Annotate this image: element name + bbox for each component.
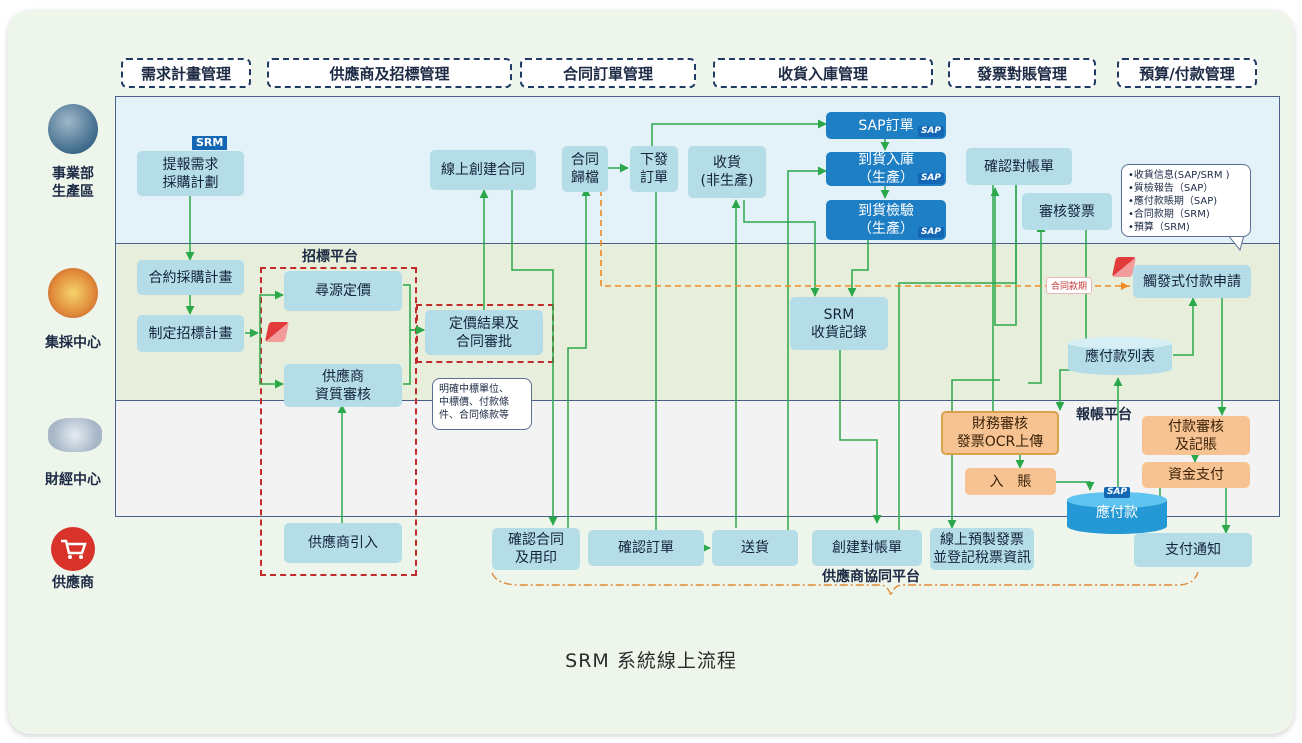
lane-label-supplier: 供應商 bbox=[52, 575, 94, 591]
fund-payment-box: 資金支付 bbox=[1142, 462, 1250, 488]
building-icon bbox=[48, 104, 98, 154]
pricing-result-box: 定價結果及 合同審批 bbox=[425, 310, 543, 355]
payment-info-bubble: •收貨信息(SAP/SRM ) •質檢報告（SAP） •應付款賬期（SAP) •… bbox=[1121, 164, 1251, 237]
posting-box: 入 賬 bbox=[965, 468, 1056, 495]
review-invoice-box: 審核發票 bbox=[1022, 193, 1112, 230]
category-supplier-bidding: 供應商及招標管理 bbox=[267, 58, 512, 88]
payment-review-box: 付款審核 及記賬 bbox=[1142, 416, 1250, 455]
shopping-items-icon bbox=[48, 268, 98, 318]
confirm-statement-box: 確認對帳單 bbox=[966, 148, 1072, 185]
goods-inspection-label: 到貨檢驗 （生產） bbox=[858, 203, 914, 237]
sap-logo-icon: SAP bbox=[917, 126, 944, 137]
sourcing-pricing-box: 尋源定價 bbox=[284, 271, 402, 311]
issue-order-box: 下發 訂單 bbox=[630, 146, 678, 192]
supplier-qualification-box: 供應商 資質審核 bbox=[284, 364, 402, 407]
srm-badge: SRM bbox=[192, 136, 228, 150]
shopping-cart-icon bbox=[51, 527, 95, 571]
supplier-intro-box: 供應商引入 bbox=[284, 523, 402, 563]
goods-in-stock-box: 到貨入庫 （生產）SAP bbox=[826, 152, 946, 186]
sap-logo-icon: SAP bbox=[917, 227, 944, 238]
pricing-note-bubble: 明確中標單位、 中標價、付款條 件、合同條款等 bbox=[432, 378, 532, 430]
bidding-flag-icon bbox=[264, 322, 290, 342]
category-contract-order: 合同訂單管理 bbox=[520, 58, 696, 88]
reimbursement-platform-label: 報帳平台 bbox=[1076, 407, 1132, 423]
contract-archive-box: 合同 歸檔 bbox=[562, 146, 608, 192]
bidding-platform-frame bbox=[260, 267, 417, 576]
goods-in-stock-label: 到貨入庫 （生產） bbox=[858, 152, 914, 186]
trigger-payment-box: 觸發式付款申請 bbox=[1133, 265, 1251, 298]
sap-order-label: SAP訂單 bbox=[858, 117, 914, 134]
bidding-platform-label: 招標平台 bbox=[302, 249, 358, 265]
contract-terms-tag: 合同款期 bbox=[1046, 277, 1093, 294]
diagram-caption: SRM 系統線上流程 bbox=[565, 650, 737, 672]
confirm-order-box: 確認訂單 bbox=[588, 530, 704, 566]
sap-logo-icon: SAP bbox=[917, 173, 944, 184]
payables-list-box: 應付款列表 bbox=[1085, 349, 1155, 365]
delivery-box: 送貨 bbox=[712, 530, 798, 566]
receive-goods-box: 收貨 (非生產) bbox=[688, 146, 766, 198]
finance-review-box: 財務審核 發票OCR上傳 bbox=[941, 411, 1059, 455]
bidding-plan-box: 制定招標計畫 bbox=[137, 315, 244, 352]
category-demand-plan: 需求計畫管理 bbox=[121, 58, 251, 88]
payment-notice-box: 支付通知 bbox=[1134, 533, 1252, 567]
submit-demand-box: 提報需求 採購計劃 bbox=[137, 151, 244, 196]
lane-label-business: 事業部 生產區 bbox=[52, 166, 94, 200]
category-invoice-reconcile: 發票對賬管理 bbox=[948, 58, 1096, 88]
lane-label-purchasing: 集採中心 bbox=[45, 335, 101, 351]
category-budget-payment: 預算/付款管理 bbox=[1117, 58, 1257, 88]
finance-hands-icon bbox=[48, 418, 102, 452]
confirm-contract-box: 確認合同 及用印 bbox=[492, 528, 580, 570]
lane-label-finance: 財經中心 bbox=[45, 472, 101, 488]
srm-receipt-box: SRM 收貨記錄 bbox=[790, 297, 888, 350]
payables-sap-icon: SAP bbox=[1104, 487, 1131, 498]
category-receiving: 收貨入庫管理 bbox=[713, 58, 933, 88]
prefill-invoice-box: 線上預製發票 並登記稅票資訊 bbox=[930, 528, 1034, 570]
create-statement-box: 創建對帳單 bbox=[812, 530, 922, 566]
online-contract-box: 線上創建合同 bbox=[430, 150, 536, 190]
supplier-collab-platform-label: 供應商協同平台 bbox=[822, 569, 920, 585]
goods-inspection-box: 到貨檢驗 （生產）SAP bbox=[826, 200, 946, 240]
contract-purchase-plan-box: 合約採購計畫 bbox=[137, 260, 244, 295]
payables-box: 應付款 bbox=[1096, 505, 1138, 521]
